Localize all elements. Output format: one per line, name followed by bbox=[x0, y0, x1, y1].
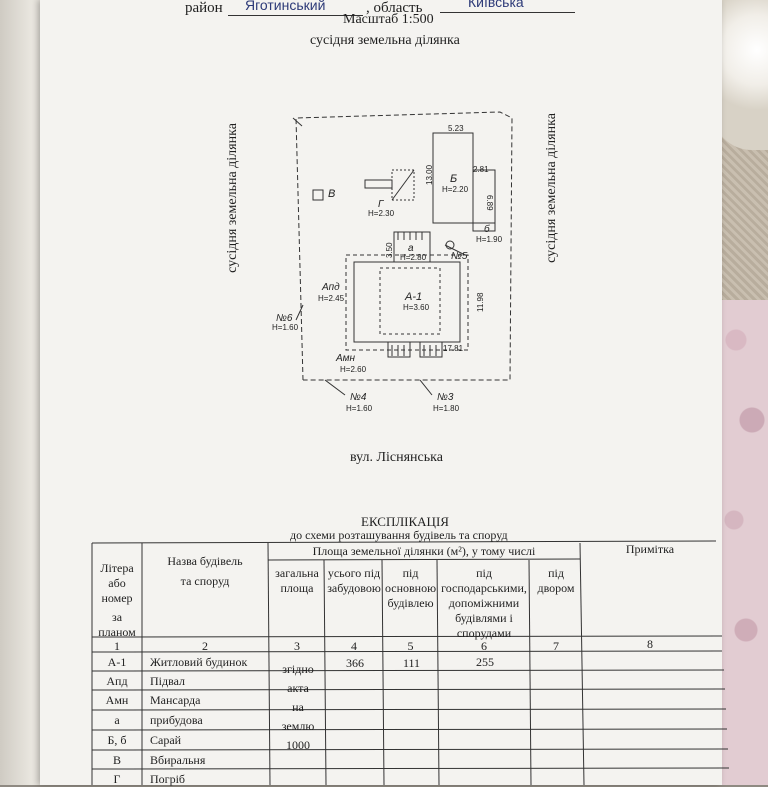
v-label: В bbox=[328, 188, 335, 200]
fence-n4-leader bbox=[324, 379, 346, 396]
porch-left bbox=[387, 341, 411, 358]
rayon-label: район bbox=[185, 0, 223, 16]
n4-label: №4 bbox=[350, 392, 367, 403]
row-name-amn: Мансарда bbox=[150, 693, 201, 707]
amn-h-label: Н=2.60 bbox=[340, 365, 367, 374]
col-number-1: 1 bbox=[114, 639, 120, 653]
b-ext-w-label: 6.89 bbox=[485, 195, 494, 211]
main-building-area-cell: 111 bbox=[402, 656, 421, 670]
n6-label: №6 bbox=[276, 313, 293, 324]
row-letter-b: Б, б bbox=[107, 733, 127, 747]
annex-hatch bbox=[391, 232, 437, 356]
n4-h-label: Н=1.60 bbox=[346, 404, 373, 413]
building-b-small-outline bbox=[472, 222, 496, 232]
row-name-g: Погріб bbox=[150, 772, 186, 786]
b-width-label: 13.00 bbox=[425, 164, 434, 185]
row-letter-v: В bbox=[112, 753, 121, 767]
explication-subtitle: до схеми розташування будівель та споруд bbox=[290, 528, 508, 542]
building-g-diagonal bbox=[391, 169, 415, 201]
explication-title: ЕКСПЛІКАЦІЯ bbox=[361, 514, 449, 529]
row-letter-apd: Апд bbox=[106, 674, 128, 688]
n5-label: №5 bbox=[451, 251, 468, 262]
a1-w-label: 11.98 bbox=[476, 292, 485, 312]
porch-right bbox=[419, 341, 443, 358]
col-number-6: 6 bbox=[481, 639, 487, 653]
b-len-label: 5.23 bbox=[448, 124, 464, 133]
row-name-apd: Підвал bbox=[150, 674, 186, 688]
n5-leader bbox=[444, 244, 466, 256]
plot-boundary bbox=[295, 111, 513, 381]
street-label: вул. Ліснянська bbox=[350, 450, 443, 465]
fence-n3-leader bbox=[419, 379, 433, 396]
col8-header: Примітка bbox=[625, 542, 675, 556]
oblast-value: Київська bbox=[468, 0, 524, 10]
fence-n6-leader bbox=[295, 304, 304, 321]
col-number-5: 5 bbox=[407, 639, 414, 653]
oblast-underline bbox=[440, 12, 575, 13]
col-number-2: 2 bbox=[202, 639, 208, 653]
a1-h-label: Н=3.60 bbox=[403, 303, 430, 312]
row-name-v: Вбиральня bbox=[150, 753, 206, 767]
a1-len-label: 17.81 bbox=[443, 344, 464, 353]
a-small-w-label: 3.50 bbox=[385, 242, 394, 258]
b-h-label: Н=2.20 bbox=[442, 185, 469, 194]
house-a1-mansard bbox=[379, 267, 441, 335]
col-number-4: 4 bbox=[351, 639, 357, 653]
row-letter-a1: А-1 bbox=[107, 655, 127, 669]
n3-label: №3 bbox=[437, 392, 454, 403]
b-small-h-label: Н=1.90 bbox=[476, 235, 503, 244]
aux-area-cell: 255 bbox=[476, 655, 494, 669]
building-v-outline bbox=[312, 189, 324, 201]
g-h-label: Н=2.30 bbox=[368, 209, 395, 218]
built-area-cell: 366 bbox=[346, 656, 364, 670]
n3-h-label: Н=1.80 bbox=[433, 404, 460, 413]
row-letter-a: а bbox=[114, 713, 120, 727]
well-symbol bbox=[445, 240, 455, 250]
col-number-7: 7 bbox=[553, 639, 559, 653]
neighbor-top-label: сусідня земельна ділянка bbox=[310, 33, 460, 48]
document-sheet bbox=[40, 0, 722, 785]
row-letter-amn: Амн bbox=[105, 693, 129, 707]
col-number-3: 3 bbox=[294, 639, 300, 653]
amn-label: Амн bbox=[335, 353, 356, 364]
oblast-label: , область bbox=[366, 0, 423, 16]
building-g-entrance bbox=[364, 179, 393, 189]
b-ext-len-label: 2.81 bbox=[473, 165, 489, 174]
apd-label: Апд bbox=[321, 282, 340, 293]
a-small-h-label: Н=2.80 bbox=[400, 253, 427, 262]
col-number-8: 8 bbox=[647, 637, 653, 651]
a1-label: А-1 bbox=[404, 291, 422, 303]
b-cap-label: Б bbox=[450, 173, 457, 185]
background-cloth bbox=[716, 300, 768, 785]
row-name-b: Сарай bbox=[150, 733, 182, 747]
row-letter-g: Г bbox=[113, 772, 121, 786]
a-small-label: а bbox=[408, 243, 414, 254]
n6-h-label: Н=1.60 bbox=[272, 323, 299, 332]
b-small-label: б bbox=[484, 223, 490, 235]
scale-label: Масштаб 1:500 bbox=[343, 12, 434, 27]
g-label: Г bbox=[378, 199, 385, 210]
apd-h-label: Н=2.45 bbox=[318, 294, 345, 303]
area-header: Площа земельної ділянки (м²), у тому чис… bbox=[312, 544, 536, 558]
boundary-corner-tick bbox=[292, 117, 303, 127]
rayon-underline bbox=[228, 15, 363, 16]
row-name-a: прибудова bbox=[150, 713, 203, 727]
house-a1-envelope bbox=[345, 254, 469, 351]
row-name-a1: Житловий будинок bbox=[150, 655, 248, 669]
rayon-value: Яготинський bbox=[245, 0, 326, 13]
